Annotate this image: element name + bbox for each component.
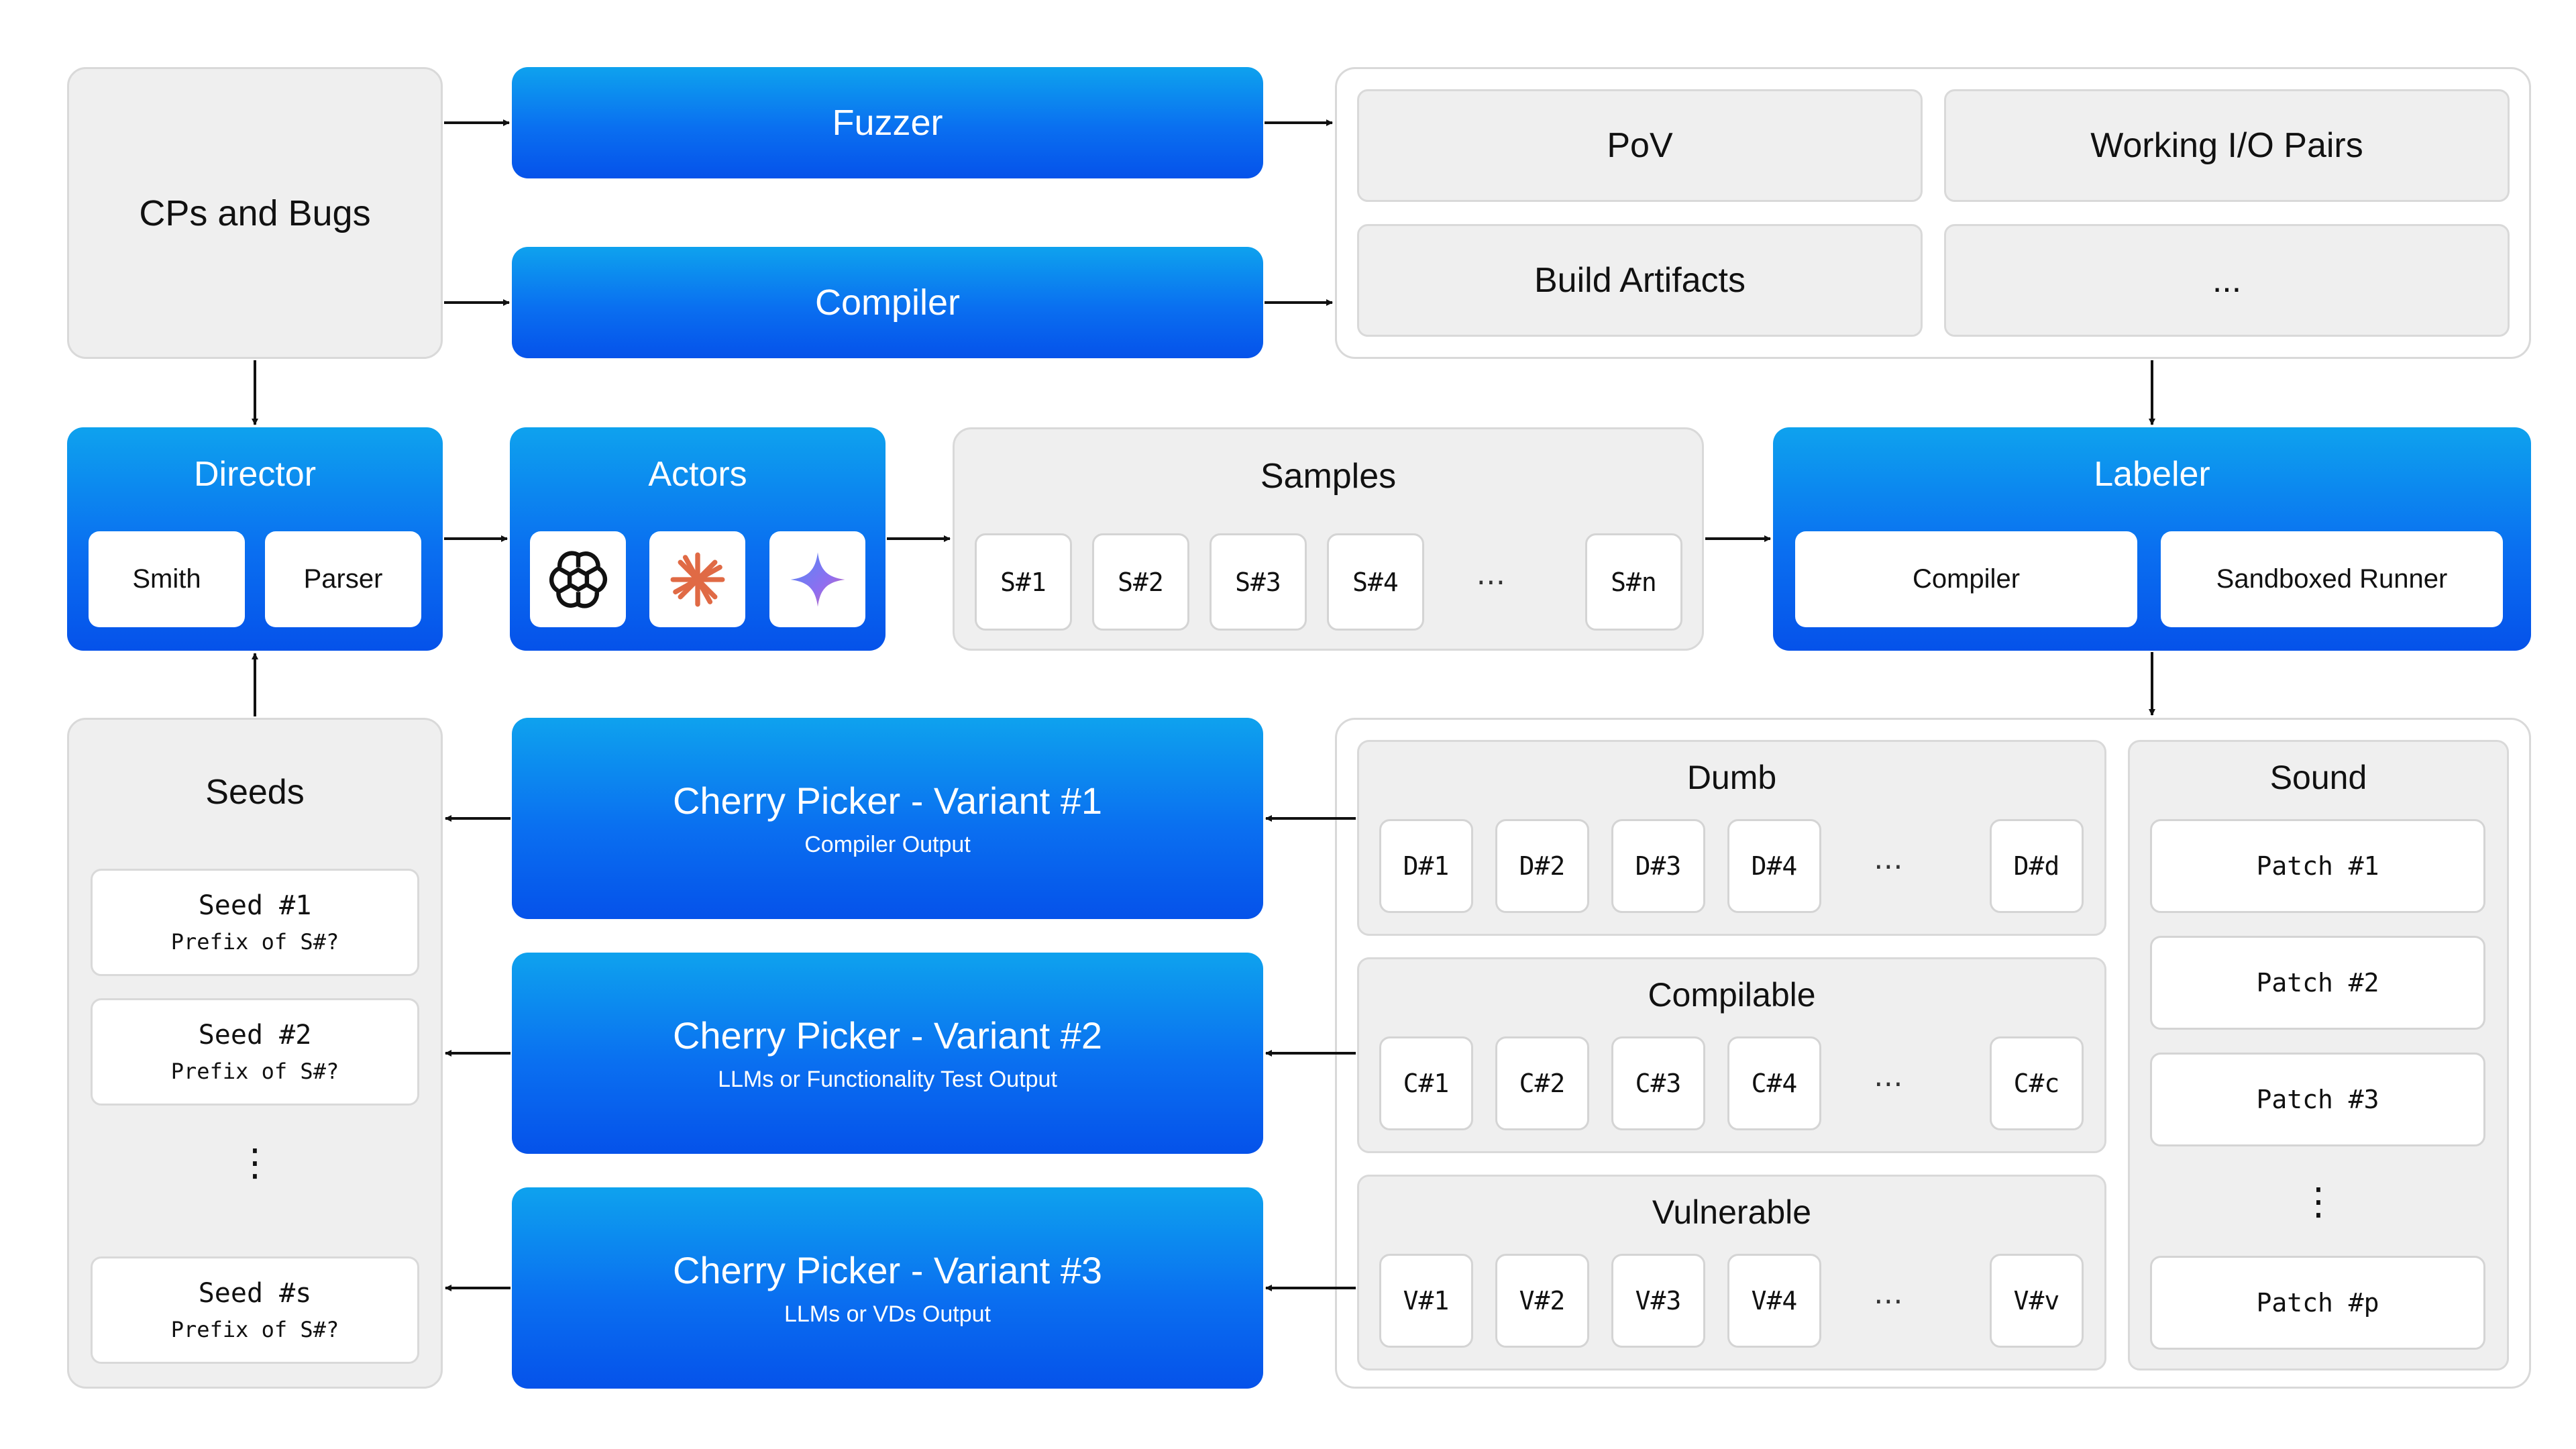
compilable-group: Compilable C#1 C#2 C#3 C#4 ⋯ C#c bbox=[1357, 957, 2106, 1153]
patch-card: Patch #p bbox=[2150, 1256, 2485, 1350]
artifact-pov: PoV bbox=[1357, 89, 1923, 202]
labeler-sandboxed-runner-label: Sandboxed Runner bbox=[2216, 564, 2448, 594]
claude-icon bbox=[649, 531, 745, 627]
artifact-io-pairs-label: Working I/O Pairs bbox=[2090, 126, 2363, 165]
fuzzer-box: Fuzzer bbox=[512, 67, 1263, 178]
actors-title: Actors bbox=[648, 455, 747, 494]
patch-card: Patch #1 bbox=[2150, 819, 2485, 913]
sound-vdots: ⋮ bbox=[2300, 1180, 2337, 1222]
seed-card: Seed #s Prefix of S#? bbox=[91, 1256, 419, 1364]
cps-and-bugs-label: CPs and Bugs bbox=[139, 193, 371, 233]
artifact-build-label: Build Artifacts bbox=[1534, 261, 1746, 300]
sound-group: Sound Patch #1 Patch #2 Patch #3 ⋮ Patch… bbox=[2128, 740, 2509, 1371]
vulnerable-chip: V#1 bbox=[1379, 1254, 1473, 1348]
cherry-picker-subtitle: LLMs or Functionality Test Output bbox=[718, 1067, 1057, 1092]
vulnerable-chip: V#3 bbox=[1611, 1254, 1705, 1348]
compiler-top-box: Compiler bbox=[512, 247, 1263, 358]
seeds-title: Seeds bbox=[205, 772, 305, 812]
sample-chip: S#1 bbox=[975, 533, 1072, 631]
dumb-group: Dumb D#1 D#2 D#3 D#4 ⋯ D#d bbox=[1357, 740, 2106, 936]
seeds-box: Seeds Seed #1 Prefix of S#? Seed #2 Pref… bbox=[67, 718, 443, 1389]
dumb-chip: D#2 bbox=[1495, 819, 1589, 913]
vulnerable-title: Vulnerable bbox=[1652, 1193, 1812, 1231]
vulnerable-group: Vulnerable V#1 V#2 V#3 V#4 ⋯ V#v bbox=[1357, 1175, 2106, 1371]
patch-card: Patch #3 bbox=[2150, 1053, 2485, 1146]
actors-box: Actors bbox=[510, 427, 885, 651]
compilable-ellipsis: ⋯ bbox=[1874, 1067, 1907, 1100]
compilable-chip: C#c bbox=[1990, 1036, 2084, 1130]
labeler-compiler: Compiler bbox=[1795, 531, 2137, 627]
compilable-chip: C#4 bbox=[1727, 1036, 1821, 1130]
artifact-build: Build Artifacts bbox=[1357, 224, 1923, 337]
labeler-sandboxed-runner: Sandboxed Runner bbox=[2161, 531, 2503, 627]
seed-card: Seed #1 Prefix of S#? bbox=[91, 869, 419, 976]
cherry-picker-variant-1: Cherry Picker - Variant #1 Compiler Outp… bbox=[512, 718, 1263, 919]
vulnerable-chip: V#v bbox=[1990, 1254, 2084, 1348]
cherry-picker-title: Cherry Picker - Variant #3 bbox=[672, 1249, 1103, 1291]
sample-chip: S#4 bbox=[1327, 533, 1424, 631]
fuzzer-label: Fuzzer bbox=[832, 103, 943, 143]
cherry-picker-title: Cherry Picker - Variant #2 bbox=[672, 1014, 1103, 1057]
compiler-top-label: Compiler bbox=[814, 282, 961, 323]
samples-box: Samples S#1 S#2 S#3 S#4 ⋯ S#n bbox=[953, 427, 1704, 651]
compilable-chip: C#1 bbox=[1379, 1036, 1473, 1130]
samples-title: Samples bbox=[1260, 457, 1397, 496]
sample-chip: S#n bbox=[1585, 533, 1682, 631]
dumb-chip: D#d bbox=[1990, 819, 2084, 913]
compilable-chip: C#2 bbox=[1495, 1036, 1589, 1130]
sound-title: Sound bbox=[2269, 758, 2367, 796]
artifact-more-label: ... bbox=[2212, 261, 2242, 300]
artifact-pov-label: PoV bbox=[1607, 126, 1673, 165]
dumb-ellipsis: ⋯ bbox=[1874, 849, 1907, 883]
sample-chip: S#2 bbox=[1092, 533, 1189, 631]
artifact-io-pairs: Working I/O Pairs bbox=[1944, 89, 2510, 202]
samples-ellipsis: ⋯ bbox=[1476, 566, 1510, 598]
director-parser: Parser bbox=[265, 531, 421, 627]
director-smith-label: Smith bbox=[132, 564, 201, 594]
dumb-title: Dumb bbox=[1686, 758, 1777, 796]
openai-icon bbox=[530, 531, 626, 627]
vulnerable-chip: V#2 bbox=[1495, 1254, 1589, 1348]
patch-card: Patch #2 bbox=[2150, 936, 2485, 1030]
vulnerable-ellipsis: ⋯ bbox=[1874, 1284, 1907, 1318]
seeds-vdots: ⋮ bbox=[236, 1141, 274, 1183]
labeler-compiler-label: Compiler bbox=[1912, 564, 2021, 594]
gemini-icon bbox=[769, 531, 865, 627]
director-parser-label: Parser bbox=[303, 564, 383, 594]
director-smith: Smith bbox=[89, 531, 245, 627]
cherry-picker-variant-2: Cherry Picker - Variant #2 LLMs or Funct… bbox=[512, 953, 1263, 1154]
dumb-chip: D#3 bbox=[1611, 819, 1705, 913]
cherry-picker-variant-3: Cherry Picker - Variant #3 LLMs or VDs O… bbox=[512, 1187, 1263, 1389]
dumb-chip: D#4 bbox=[1727, 819, 1821, 913]
compilable-chip: C#3 bbox=[1611, 1036, 1705, 1130]
labeler-title: Labeler bbox=[2094, 455, 2210, 494]
director-title: Director bbox=[193, 455, 317, 494]
vulnerable-chip: V#4 bbox=[1727, 1254, 1821, 1348]
compilable-title: Compilable bbox=[1648, 975, 1816, 1014]
seed-card: Seed #2 Prefix of S#? bbox=[91, 998, 419, 1106]
cherry-picker-subtitle: LLMs or VDs Output bbox=[784, 1301, 991, 1327]
artifact-more: ... bbox=[1944, 224, 2510, 337]
labeler-box: Labeler Compiler Sandboxed Runner bbox=[1773, 427, 2531, 651]
sample-chip: S#3 bbox=[1210, 533, 1307, 631]
dumb-chip: D#1 bbox=[1379, 819, 1473, 913]
cherry-picker-title: Cherry Picker - Variant #1 bbox=[672, 780, 1103, 822]
director-box: Director Smith Parser bbox=[67, 427, 443, 651]
cherry-picker-subtitle: Compiler Output bbox=[804, 832, 971, 857]
cps-and-bugs-box: CPs and Bugs bbox=[67, 67, 443, 359]
